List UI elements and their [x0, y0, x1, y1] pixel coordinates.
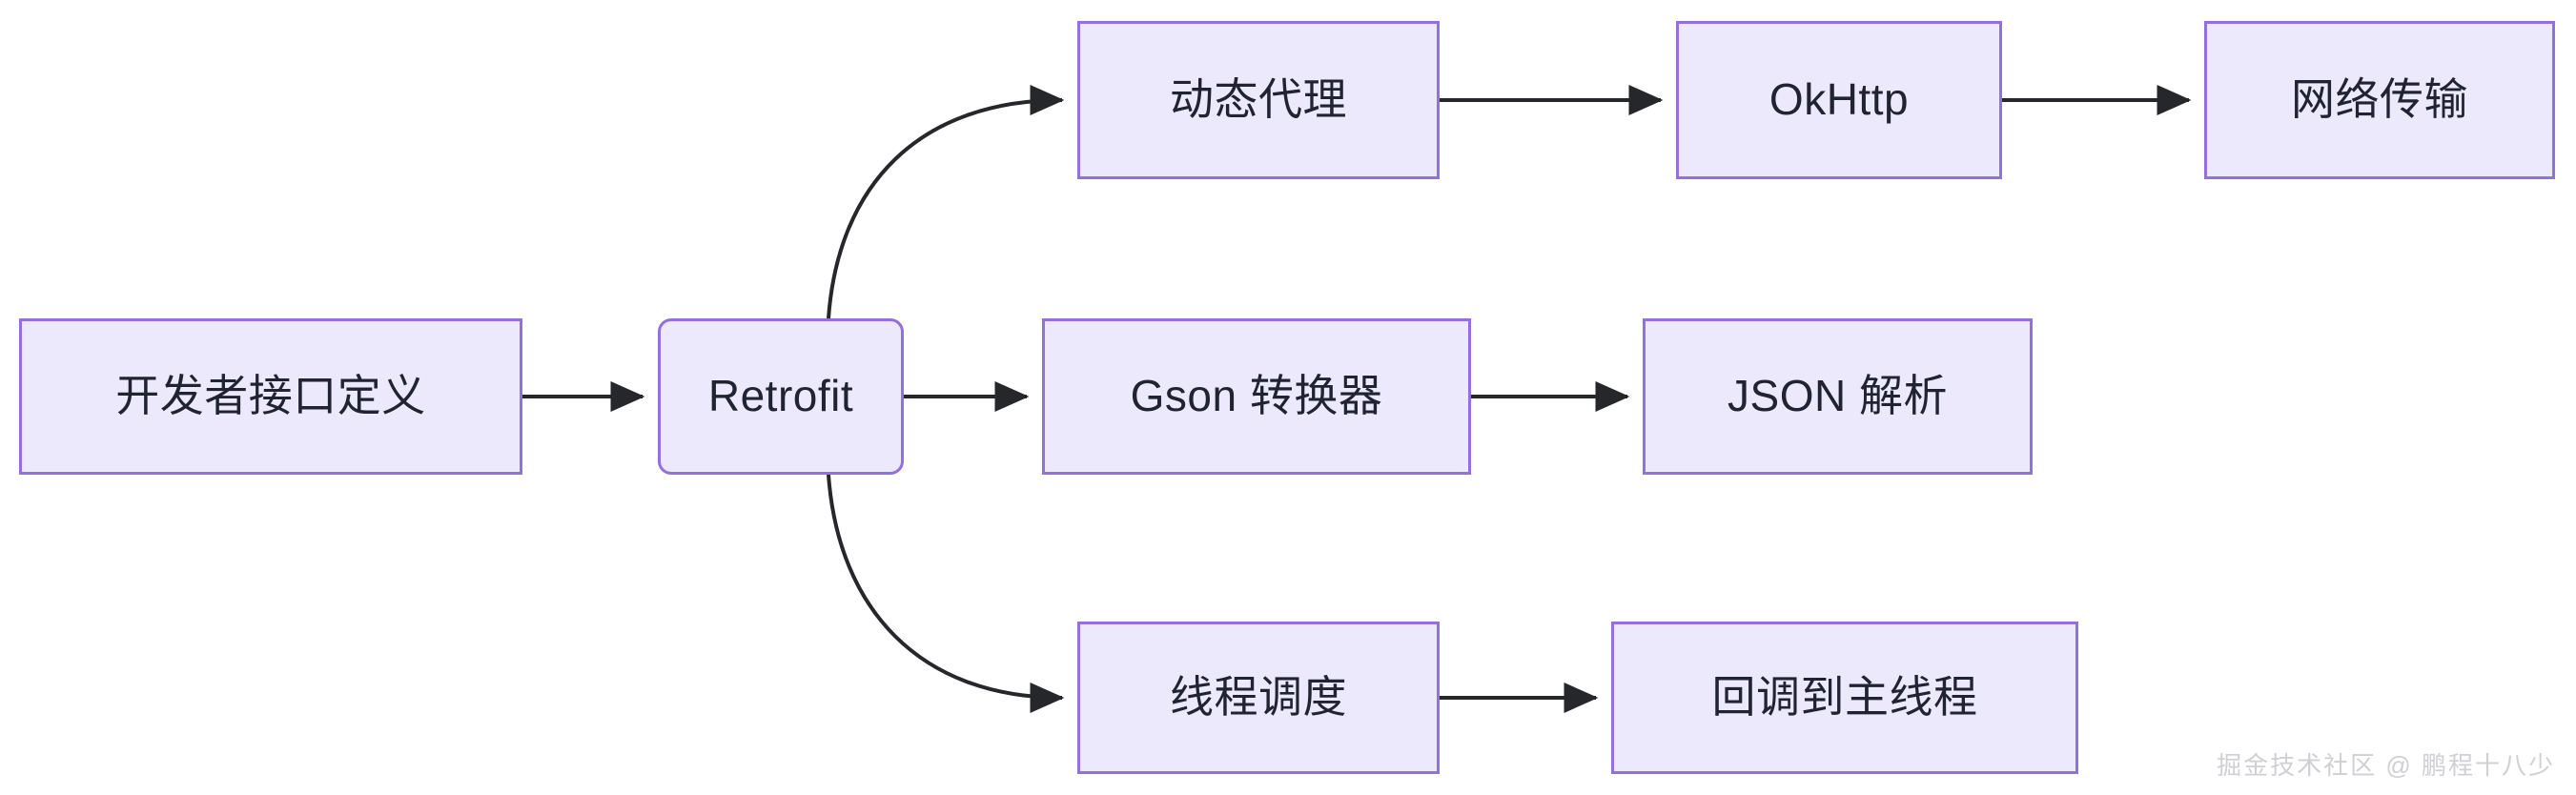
node-api[interactable]: 开发者接口定义 — [19, 318, 522, 475]
node-okhttp[interactable]: OkHttp — [1676, 21, 2002, 179]
node-dynamic-proxy-label: 动态代理 — [1170, 74, 1347, 125]
node-json-parse[interactable]: JSON 解析 — [1643, 318, 2033, 475]
edge-retrofit-to-proxy — [827, 85, 1065, 319]
node-callback-main-thread-label: 回调到主线程 — [1711, 672, 1978, 723]
node-dynamic-proxy[interactable]: 动态代理 — [1077, 21, 1440, 179]
node-callback-main-thread[interactable]: 回调到主线程 — [1611, 622, 2078, 774]
node-network-transport[interactable]: 网络传输 — [2204, 21, 2555, 179]
edge-retrofit-to-thread — [827, 474, 1065, 713]
node-api-label: 开发者接口定义 — [115, 371, 426, 421]
node-json-parse-label: JSON 解析 — [1728, 371, 1948, 421]
node-retrofit-label: Retrofit — [707, 371, 854, 421]
node-thread-scheduling-label: 线程调度 — [1170, 672, 1347, 723]
node-thread-scheduling[interactable]: 线程调度 — [1077, 622, 1440, 774]
watermark: 掘金技术社区 @ 鹏程十八少 — [2217, 751, 2555, 780]
node-gson-converter-label: Gson 转换器 — [1130, 371, 1383, 421]
node-okhttp-label: OkHttp — [1768, 74, 1910, 125]
node-network-transport-label: 网络传输 — [2291, 74, 2468, 125]
node-gson-converter[interactable]: Gson 转换器 — [1042, 318, 1471, 475]
node-retrofit[interactable]: Retrofit — [658, 318, 904, 475]
